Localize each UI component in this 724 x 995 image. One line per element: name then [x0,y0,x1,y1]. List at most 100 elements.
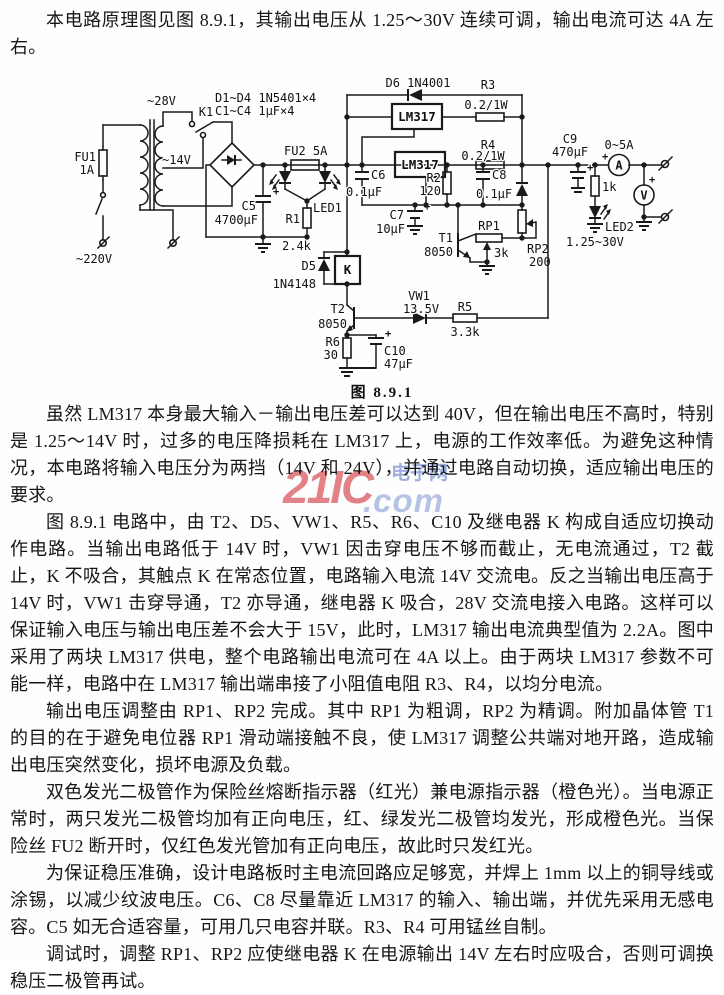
label-c8-value: 0.1μF [476,187,512,201]
diode-d6: D6 1N4001 [346,75,523,101]
led2-indicator: 1k LED2 1.25~30V [565,164,635,250]
label-c9: C9 [563,132,577,146]
transistor-t1: T1 8050 [423,204,488,263]
label-led2: LED2 [605,220,634,234]
label-voltmeter: V [640,189,647,203]
bridge-rectifier: D1~D4 1N5401×4 C1~C4 1μF×4 [205,90,317,238]
label-t1: T1 [439,231,453,245]
figure-caption: 图 8.9.1 [351,384,414,401]
paragraph-1: 虽然 LM317 本身最大输入－输出电压差可以达到 40V，但在输出电压不高时，… [10,404,714,505]
c10-plus-mark: + [385,328,391,340]
label-r1-value: 2.4k [282,239,312,253]
label-output-range: 1.25~30V [566,235,624,249]
pot-rp1: RP1 3k [475,218,523,275]
lm317-regulator-2: LM317 R4 0.2/1W [393,137,507,206]
label-c6-value: 0.1μF [346,185,382,199]
label-r1: R1 [286,212,300,226]
label-28v-tap: ~28V [147,94,176,108]
label-d6: D6 1N4001 [385,76,450,90]
c9-plus-mark: + [587,162,593,174]
label-c5-value: 4700μF [215,213,258,227]
label-r6: R6 [326,335,340,349]
label-r6-value: 30 [324,348,338,362]
filter-cap-c5: + C5 4700μF [213,164,281,253]
label-caps-note: C1~C4 1μF×4 [215,104,294,118]
label-c7: C7 [390,208,404,222]
voltmeter-plus-mark: + [649,174,655,186]
label-ammeter: A [615,159,623,173]
ammeter-plus-mark: + [602,151,608,163]
label-k1: K1 [199,105,213,119]
label-mains-voltage: ~220V [76,252,112,266]
label-c7-value: 10μF [376,222,405,236]
label-r3-value: 0.2/1W [464,98,508,112]
paragraph-5: 为保证稳压准确，设计电路板时主电流回路应足够宽，并焊上 1mm 以上的铜导线或涂… [10,863,714,937]
circuit-figure: ~220V FU1 1A ~28V ~14V [10,61,714,401]
label-rp1-value: 3k [494,246,509,260]
label-t2: T2 [331,302,345,316]
label-vw1-value: 13.5V [403,302,439,316]
label-c8: C8 [492,168,506,182]
dual-led1-indicator: LED1 [269,164,343,216]
label-c10: C10 [384,344,406,358]
label-rp1: RP1 [478,219,500,233]
lm317-regulator-1: LM317 R3 0.2/1W [346,77,523,166]
zener-vw1-r5: VW1 13.5V R5 3.3k [353,164,549,340]
paragraph-intro: 本电路原理图见图 8.9.1，其输出电压从 1.25～30V 连续可调，输出电流… [10,10,714,57]
label-r5-value: 3.3k [451,325,481,339]
cap-c8: C8 0.1μF [475,164,513,206]
label-fu1: FU1 [74,150,96,164]
mains-input-section: ~220V FU1 1A [73,124,181,267]
relay-k: K [333,251,362,306]
label-fu1-value: 1A [80,163,95,177]
label-rp2-value: 200 [529,255,551,269]
cap-c6: C6 0.1μF [345,164,387,206]
label-r-led2: 1k [602,180,617,194]
output-terminals: + V [633,155,674,231]
junction-dots [260,114,647,338]
label-c10-value: 47μF [384,357,413,371]
label-r2-value: 120 [419,184,441,198]
fuse-fu2: FU2 5A [283,143,329,171]
c5-plus-mark: + [273,186,279,198]
paragraph-3: 输出电压调整由 RP1、RP2 完成。其中 RP1 为粗调，RP2 为精调。附加… [10,701,714,775]
label-14v-tap: ~14V [162,153,191,167]
label-r3: R3 [481,78,495,92]
resistor-r6: R6 30 [322,334,376,377]
label-d5: D5 [302,259,316,273]
transformer: ~28V ~14V [139,93,233,241]
cap-c9: + C9 470μF [551,131,595,193]
label-lm317-1: LM317 [398,109,436,124]
label-lm317-2: LM317 [401,157,439,172]
label-diodes-note: D1~D4 1N5401×4 [215,91,316,105]
label-c6: C6 [371,168,385,182]
label-r2: R2 [427,171,441,185]
paragraph-6: 调试时，调整 RP1、RP2 应使继电器 K 在电源输出 14V 左右时应吸合，… [10,944,714,991]
label-amp-range: 0~5A [605,138,635,152]
label-d5-value: 1N4148 [273,277,316,291]
label-t1-value: 8050 [424,245,453,259]
transistor-t2: T2 8050 [317,301,356,336]
label-fu2: FU2 5A [284,144,328,158]
label-vw1: VW1 [408,289,430,303]
label-rp2: RP2 [527,242,549,256]
label-r4-value: 0.2/1W [461,149,505,163]
label-t2-value: 8050 [318,317,347,331]
label-r5: R5 [458,300,472,314]
resistor-r2: R2 120 [418,164,452,206]
label-relay-k: K [344,262,352,277]
diode-d5: D5 1N4148 [271,251,348,292]
protection-diode [516,164,528,206]
relay-contact-k1: K1 [188,104,233,144]
ammeter: + A 0~5A [601,137,635,177]
document-page: 本电路原理图见图 8.9.1，其输出电压从 1.25～30V 连续可调，输出电流… [10,10,714,991]
pot-rp2: RP2 200 [517,204,552,270]
label-c9-value: 470μF [552,145,588,159]
label-c5: C5 [242,199,256,213]
cap-c7: + C7 10μF [375,200,432,238]
paragraph-4: 双色发光二极管作为保险丝熔断指示器（红光）兼电源指示器（橙色光）。当电源正常时，… [10,782,714,856]
label-r4: R4 [481,138,495,152]
cap-c10: + C10 47μF [346,327,414,372]
paragraph-2: 图 8.9.1 电路中，由 T2、D5、VW1、R5、R6、C10 及继电器 K… [10,512,714,694]
label-led1: LED1 [313,201,342,215]
